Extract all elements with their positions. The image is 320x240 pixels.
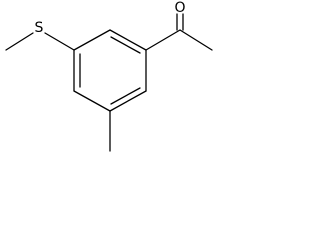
ring-bond-4 <box>73 90 111 112</box>
benzene-ring <box>73 29 147 112</box>
ring-bond-3 <box>109 90 147 112</box>
ring-sulfur-bond <box>44 32 75 51</box>
ring-bond-3-inner <box>110 87 141 105</box>
structure-diagram: O S <box>5 0 213 152</box>
ring-bond-1-inner <box>110 36 141 54</box>
ring-bond-1 <box>109 29 147 51</box>
ring-bond-6 <box>73 29 111 51</box>
oxygen-label: O <box>174 0 185 16</box>
acetyl-group: O <box>145 0 213 51</box>
sulfur-methyl-bond <box>5 32 34 51</box>
methylthio-group: S <box>5 20 75 51</box>
sulfur-label: S <box>35 20 44 36</box>
acetyl-methyl-bond <box>179 29 213 51</box>
carbonyl-carbon-bond <box>145 29 181 51</box>
